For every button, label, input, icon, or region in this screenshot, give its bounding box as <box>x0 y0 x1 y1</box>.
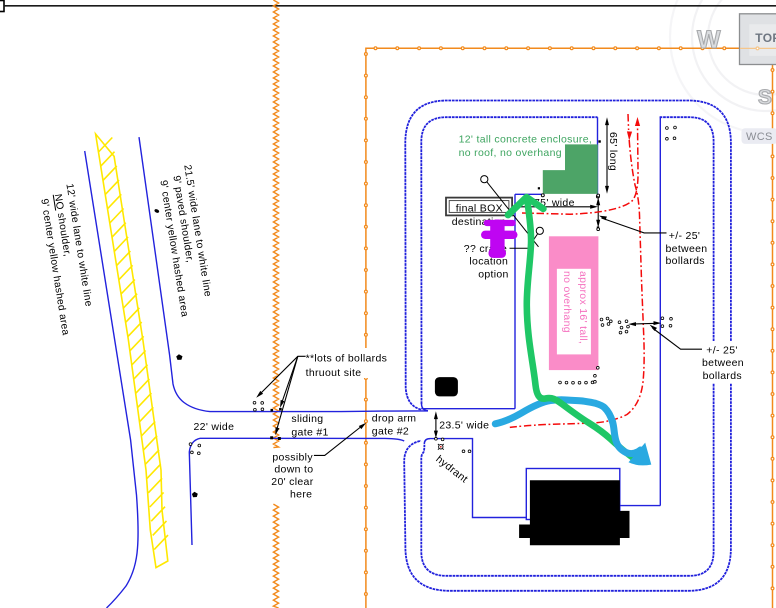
svg-text:W: W <box>697 26 721 54</box>
svg-text:final BOX: final BOX <box>456 203 503 215</box>
svg-text:location: location <box>469 256 508 268</box>
svg-text:S: S <box>758 86 772 109</box>
svg-text:gate #1: gate #1 <box>291 426 328 438</box>
svg-text:20' clear: 20' clear <box>271 476 313 488</box>
svg-text:bollards: bollards <box>666 255 705 267</box>
svg-text:no roof, no overhang: no roof, no overhang <box>459 147 562 159</box>
svg-text:gate #2: gate #2 <box>372 425 409 437</box>
svg-text:drop arm: drop arm <box>372 412 417 424</box>
svg-text:23.5' wide: 23.5' wide <box>439 419 489 431</box>
svg-text:possibly: possibly <box>272 451 313 463</box>
svg-text:option: option <box>478 269 509 281</box>
svg-text:between: between <box>702 357 744 369</box>
svg-text:thruout site: thruout site <box>306 367 362 379</box>
svg-text:between: between <box>666 243 708 255</box>
svg-text:22' wide: 22' wide <box>194 421 235 433</box>
svg-text:sliding: sliding <box>291 413 323 425</box>
svg-text:approx 16' tall,: approx 16' tall, <box>577 271 589 344</box>
svg-text:12' tall concrete enclosure,: 12' tall concrete enclosure, <box>459 133 593 145</box>
svg-text:down to: down to <box>274 464 313 476</box>
svg-text:bollards: bollards <box>703 370 742 382</box>
svg-text:+/- 25': +/- 25' <box>706 345 737 357</box>
svg-text:no overhang: no overhang <box>561 271 573 333</box>
svg-text:here: here <box>290 488 312 500</box>
svg-text:65' long: 65' long <box>607 132 619 171</box>
svg-text:WCS: WCS <box>746 131 773 143</box>
svg-text:**lots of bollards: **lots of bollards <box>306 352 388 364</box>
svg-text:+/- 25': +/- 25' <box>669 230 700 242</box>
svg-text:TOP: TOP <box>755 31 776 45</box>
